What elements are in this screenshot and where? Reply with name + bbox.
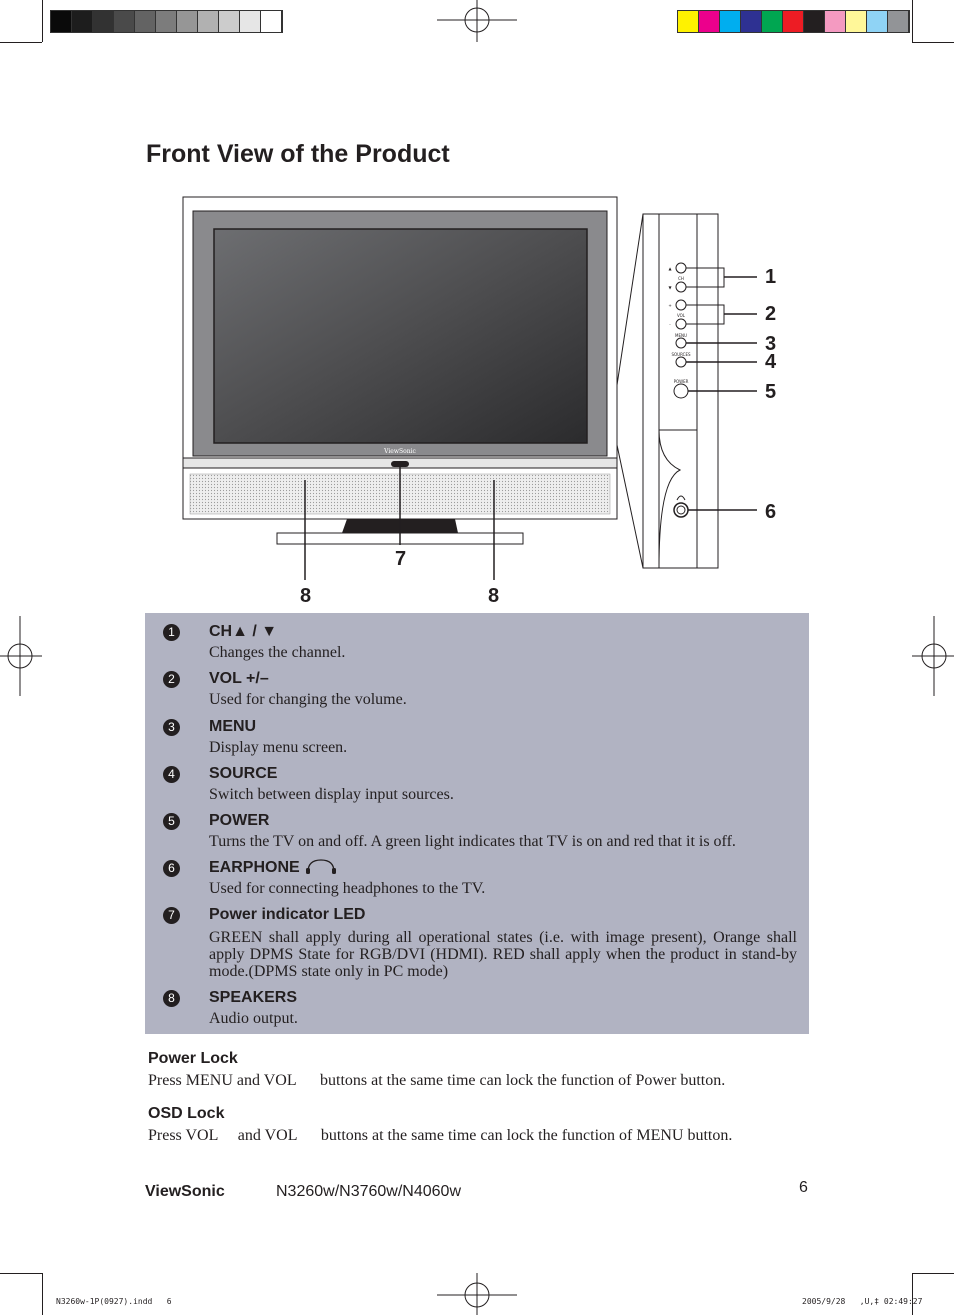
color-swatch <box>219 11 240 32</box>
item-title-text: EARPHONE <box>209 859 300 876</box>
item-number-badge: 2 <box>163 671 180 688</box>
control-description-panel: 1 CH▲ / ▼ Changes the channel. 2 VOL +/–… <box>145 613 809 1034</box>
slug-date-info: 2005/9/28 ,U,‡ 02:49:27 <box>802 1297 923 1306</box>
item-number-badge: 1 <box>163 624 180 641</box>
color-swatch <box>240 11 261 32</box>
item-number-badge: 5 <box>163 813 180 830</box>
svg-text:-: - <box>669 322 671 327</box>
item-description: Display menu screen. <box>209 739 348 756</box>
color-swatch <box>93 11 114 32</box>
svg-text:▼: ▼ <box>668 285 672 290</box>
item-title: Power indicator LED <box>209 906 366 923</box>
color-swatch <box>888 11 909 32</box>
color-swatch <box>261 11 282 32</box>
tv-brand-logo: ViewSonic <box>383 448 416 455</box>
callout-3: 3 <box>765 333 777 355</box>
callout-2: 2 <box>765 303 777 325</box>
item-title: MENU <box>209 718 257 735</box>
power-lock-text: Press MENU and VOL buttons at the same t… <box>148 1072 726 1089</box>
color-swatch <box>762 11 783 32</box>
osd-lock-text: Press VOL and VOL buttons at the same ti… <box>148 1127 733 1144</box>
item-number-badge: 7 <box>163 907 180 924</box>
tv-body: ViewSonic <box>182 196 618 462</box>
color-swatch <box>867 11 888 32</box>
color-swatch <box>72 11 93 32</box>
crop-mark <box>42 0 43 42</box>
registration-target-icon <box>912 616 954 696</box>
item-title: CH▲ / ▼ <box>209 623 278 640</box>
power-indicator-led <box>391 461 409 467</box>
footer-brand: ViewSonic <box>145 1183 225 1200</box>
color-swatch <box>741 11 762 32</box>
crop-mark <box>0 42 42 43</box>
color-swatch <box>51 11 72 32</box>
crop-mark <box>42 1273 43 1315</box>
item-title: SPEAKERS <box>209 989 298 1006</box>
callout-8-left: 8 <box>300 585 312 607</box>
callout-4: 4 <box>765 351 777 373</box>
item-number-badge: 8 <box>163 990 180 1007</box>
color-swatch <box>720 11 741 32</box>
item-number-badge: 4 <box>163 766 180 783</box>
headphone-icon <box>305 859 336 874</box>
color-swatch <box>114 11 135 32</box>
item-description: GREEN shall apply during all operational… <box>209 929 797 980</box>
registration-target-icon <box>437 0 517 42</box>
svg-text:SOURCES: SOURCES <box>671 352 691 357</box>
color-swatch <box>825 11 846 32</box>
crop-mark <box>912 1273 913 1315</box>
item-number-badge: 3 <box>163 719 180 736</box>
color-swatch <box>177 11 198 32</box>
item-title: SOURCE <box>209 765 278 782</box>
process-color-bar <box>677 10 910 33</box>
item-description: Used for changing the volume. <box>209 691 407 708</box>
item-title: VOL +/– <box>209 670 269 687</box>
registration-target-icon <box>437 1273 517 1315</box>
callout-1: 1 <box>765 266 777 288</box>
tv-front-view-illustration: ViewSonic ▲ CH ▼ + <box>182 196 757 580</box>
color-swatch <box>198 11 219 32</box>
side-control-panel: ▲ CH ▼ + VOL - MENU SOURCES POWER <box>642 213 757 569</box>
svg-text:POWER: POWER <box>674 379 689 384</box>
color-swatch <box>135 11 156 32</box>
registration-target-icon <box>0 616 42 696</box>
item-title: EARPHONE <box>209 858 338 878</box>
item-description: Used for connecting headphones to the TV… <box>209 880 486 897</box>
crop-mark <box>912 1273 954 1274</box>
item-description: Changes the channel. <box>209 644 346 661</box>
svg-text:CH: CH <box>678 276 684 281</box>
item-number-badge: 6 <box>163 860 180 877</box>
callout-6: 6 <box>765 501 777 523</box>
item-description: Audio output. <box>209 1010 298 1027</box>
color-swatch <box>678 11 699 32</box>
crop-mark <box>912 42 954 43</box>
gray-color-bar <box>50 10 283 33</box>
color-swatch <box>156 11 177 32</box>
callout-7: 7 <box>395 548 407 570</box>
crop-mark <box>912 0 913 42</box>
svg-text:▲: ▲ <box>668 266 672 271</box>
color-swatch <box>846 11 867 32</box>
osd-lock-heading: OSD Lock <box>148 1105 225 1122</box>
page-title: Front View of the Product <box>146 140 450 168</box>
item-description: Switch between display input sources. <box>209 786 454 803</box>
svg-text:+: + <box>668 303 671 308</box>
color-swatch <box>699 11 720 32</box>
callout-5: 5 <box>765 381 777 403</box>
svg-text:VOL: VOL <box>677 313 686 318</box>
footer-models: N3260w/N3760w/N4060w <box>276 1183 461 1200</box>
item-title: POWER <box>209 812 270 829</box>
slug-file-info: N3260w-1P(0927).indd 6 <box>56 1297 172 1306</box>
callout-8-right: 8 <box>488 585 500 607</box>
power-lock-heading: Power Lock <box>148 1050 238 1067</box>
crop-mark <box>0 1273 42 1274</box>
color-swatch <box>804 11 825 32</box>
svg-text:MENU: MENU <box>675 333 687 338</box>
item-description: Turns the TV on and off. A green light i… <box>209 833 736 850</box>
page-number: 6 <box>799 1179 808 1196</box>
color-swatch <box>783 11 804 32</box>
